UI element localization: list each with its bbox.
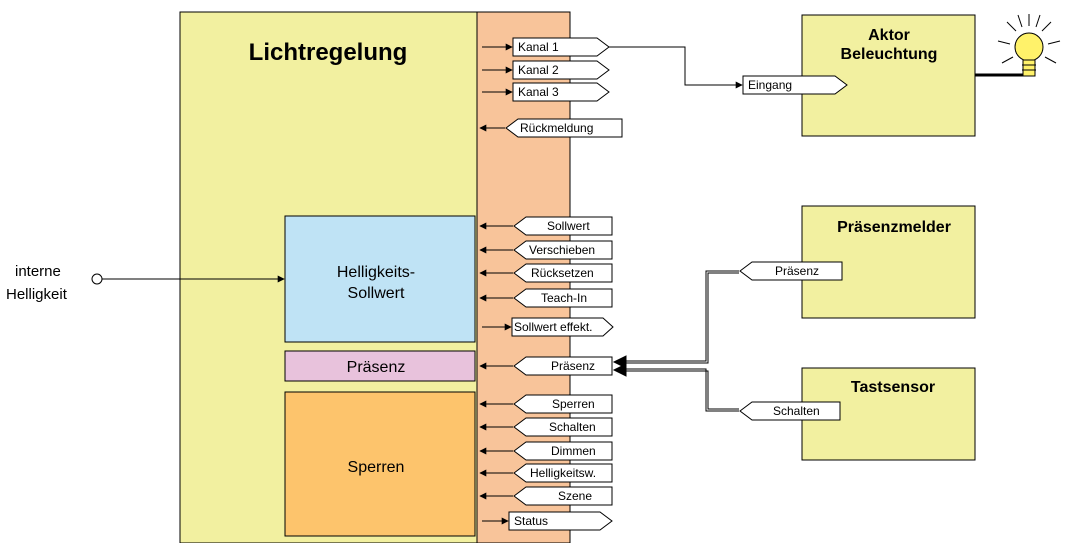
port-rueckmeldung: Rückmeldung	[479, 118, 623, 138]
helligkeits-sollwert-line2: Sollwert	[348, 285, 405, 302]
port-rueckmeldung-label: Rückmeldung	[520, 121, 593, 135]
port-status-label: Status	[514, 514, 548, 528]
port-verschieben-label: Verschieben	[529, 243, 595, 257]
port-sperren-label: Sperren	[552, 397, 595, 411]
port-sperren: Sperren	[479, 394, 613, 414]
port-praesenz-label: Präsenz	[551, 359, 595, 373]
port-sollwert: Sollwert	[479, 216, 613, 236]
port-teachin-label: Teach-In	[541, 291, 587, 305]
helligkeits-sollwert-block	[284, 215, 476, 343]
aktor-title-line2: Beleuchtung	[841, 46, 938, 63]
sperren-block	[284, 391, 476, 537]
port-kanal3: Kanal 3	[482, 82, 610, 102]
port-schalten-label: Schalten	[549, 420, 596, 434]
tastsensor-title: Tastsensor	[851, 379, 935, 396]
port-kanal1-label: Kanal 1	[518, 40, 559, 54]
tastsensor-port-label: Schalten	[773, 404, 820, 418]
tastsensor-connector	[612, 363, 739, 412]
port-kanal1: Kanal 1	[482, 37, 610, 57]
port-kanal2-label: Kanal 2	[518, 63, 559, 77]
praesenz-block	[284, 350, 476, 382]
helligkeits-sollwert-line1: Helligkeits-	[337, 264, 415, 281]
lightbulb-icon	[997, 14, 1061, 77]
praesenzmelder-port: Präsenz	[739, 261, 843, 281]
port-status: Status	[482, 511, 613, 531]
aktor-port-eingang-label: Eingang	[748, 78, 792, 92]
port-verschieben: Verschieben	[479, 240, 613, 260]
main-block-title: Lichtregelung	[249, 39, 408, 66]
port-szene: Szene	[479, 486, 613, 506]
aktor-port-eingang: Eingang	[742, 75, 848, 95]
praesenzmelder-title: Präsenzmelder	[837, 219, 951, 236]
port-ruecksetzen: Rücksetzen	[479, 263, 613, 283]
sperren-block-label: Sperren	[348, 459, 405, 476]
port-helligkeitsw-label: Helligkeitsw.	[530, 466, 596, 480]
port-ruecksetzen-label: Rücksetzen	[531, 266, 594, 280]
port-teachin: Teach-In	[479, 288, 613, 308]
port-szene-label: Szene	[558, 489, 592, 503]
input-terminal	[91, 273, 103, 285]
port-dimmen: Dimmen	[479, 441, 613, 461]
interne-helligkeit-line2: Helligkeit	[6, 286, 68, 303]
port-helligkeitsw: Helligkeitsw.	[479, 463, 613, 483]
interne-helligkeit-line1: interne	[15, 263, 61, 280]
aktor-title-line1: Aktor	[868, 27, 910, 44]
port-sollwert-effekt-label: Sollwert effekt.	[514, 320, 592, 334]
port-kanal3-label: Kanal 3	[518, 85, 559, 99]
praesenzmelder-port-label: Präsenz	[775, 264, 819, 278]
praesenzmelder-connector	[612, 270, 739, 369]
port-sollwert-label: Sollwert	[547, 219, 590, 233]
tastsensor-port: Schalten	[739, 401, 841, 421]
port-sollwert-effekt: Sollwert effekt.	[482, 317, 614, 337]
kanal1-to-eingang-connector	[609, 46, 743, 89]
port-schalten: Schalten	[479, 417, 613, 437]
praesenz-block-label: Präsenz	[347, 359, 406, 376]
port-dimmen-label: Dimmen	[551, 444, 596, 458]
port-praesenz: Präsenz	[479, 356, 613, 376]
port-kanal2: Kanal 2	[482, 60, 610, 80]
